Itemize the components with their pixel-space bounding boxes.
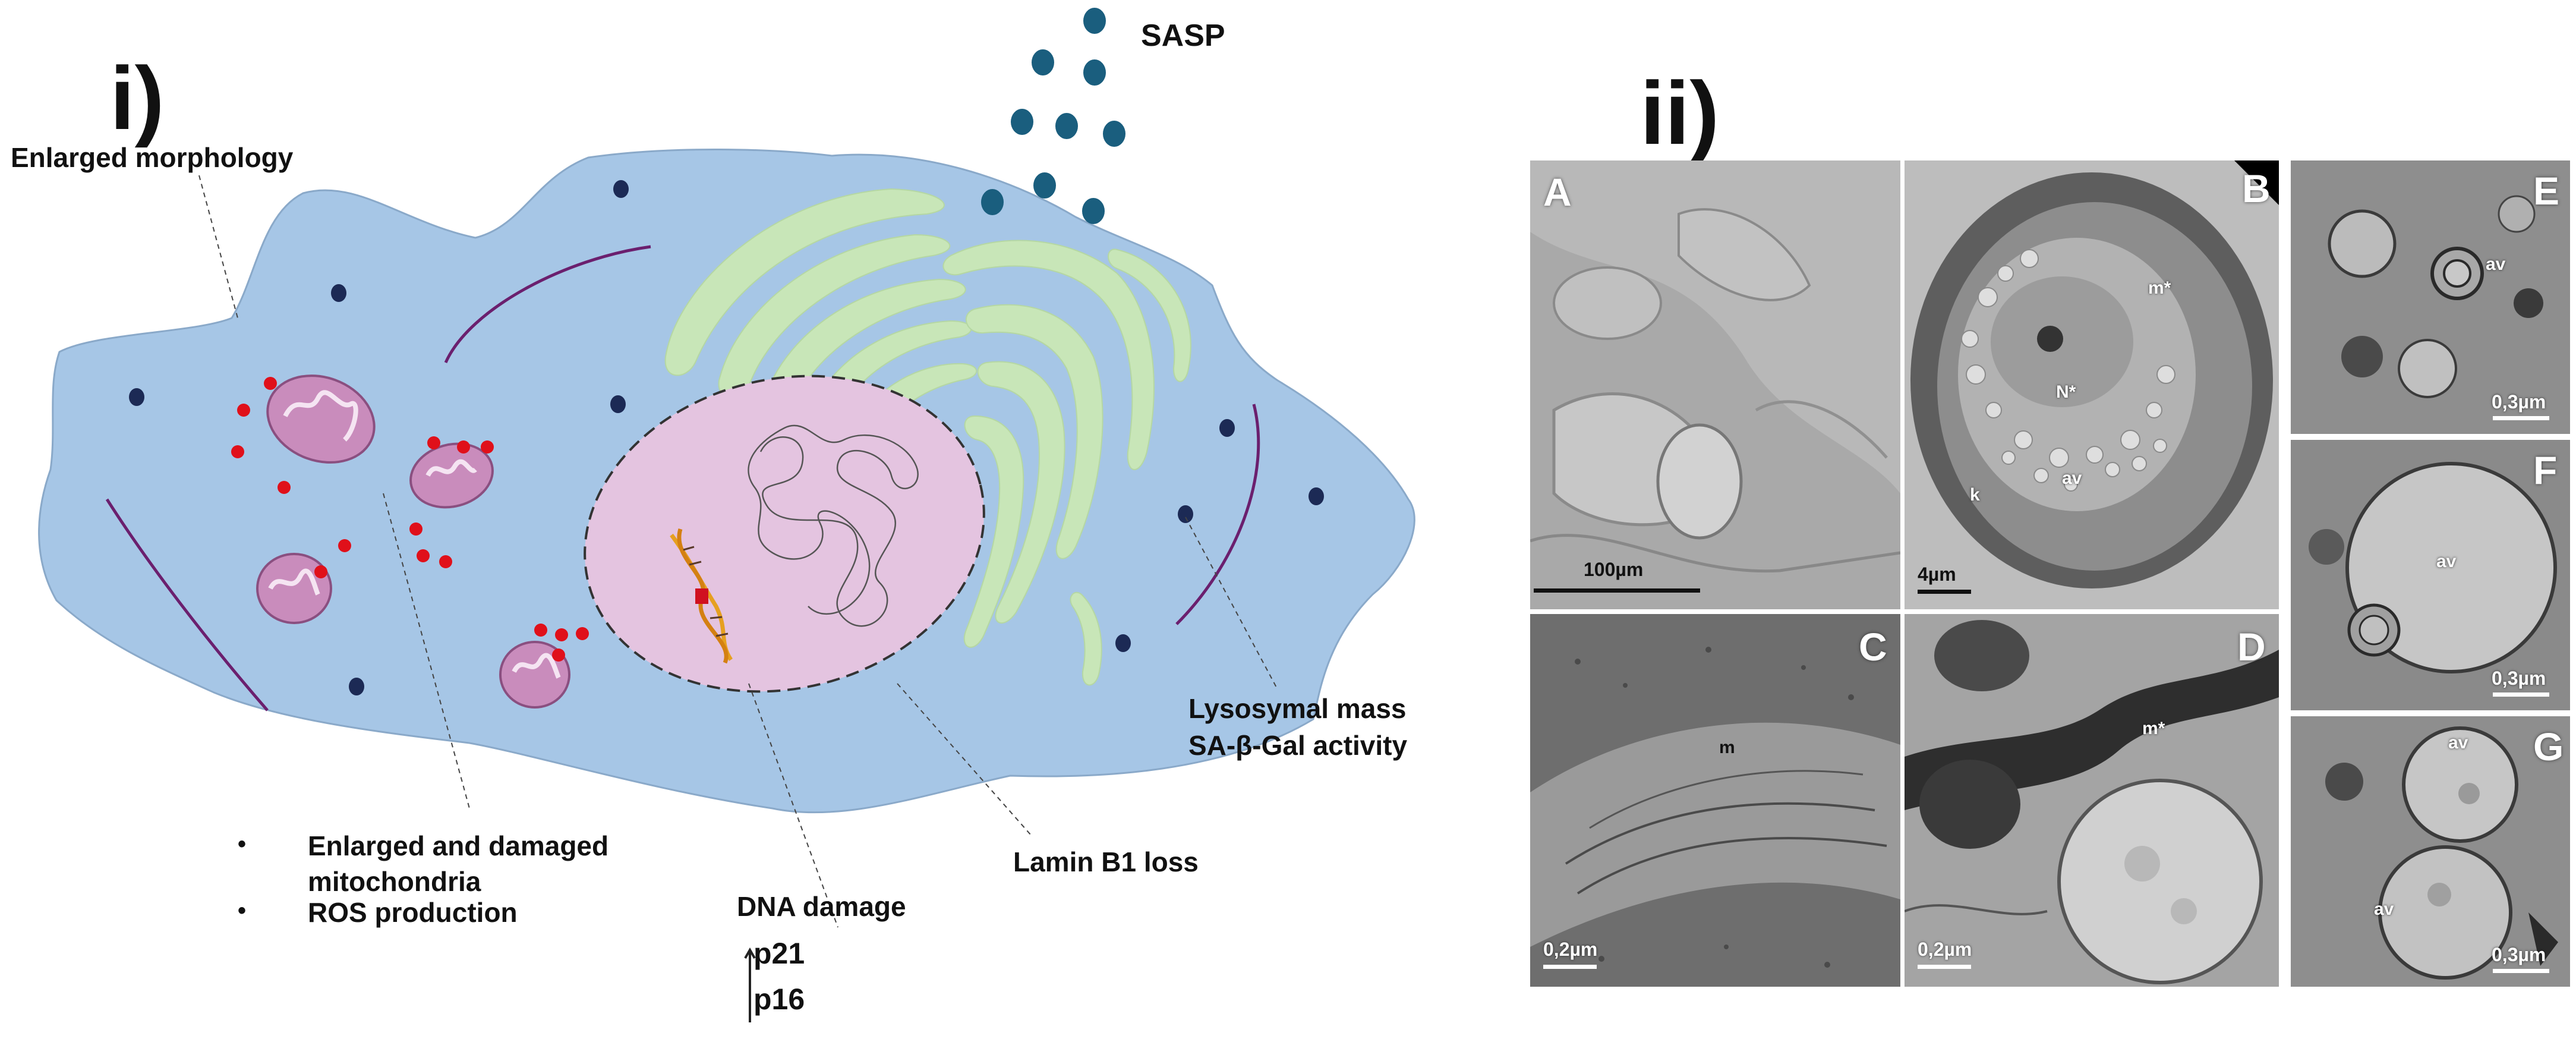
scale-bar-e [2493,416,2549,420]
scale-label-g: 0,3µm [2492,944,2546,965]
scale-bar-g [2493,969,2549,973]
ros-dots [231,377,589,662]
sa-beta-gal-label: SA-β-Gal activity [1188,730,1408,761]
scale-label-d: 0,2µm [1918,939,1972,960]
scale-bar-d [1918,965,1971,969]
micrograph-e: E av 0,3µm [2291,160,2570,434]
p-arrow [744,947,756,1022]
lysosomal-mass-label: Lysosymal mass [1188,693,1407,724]
dna-helix-icon [670,528,733,664]
label-m-star-b: m* [2148,278,2171,298]
bullet: • [238,898,247,924]
scale-label-f: 0,3µm [2492,668,2546,689]
panel-letter-c: C [1859,625,1887,669]
panel-letter-e: E [2533,169,2560,213]
scale-label-a: 100µm [1584,559,1644,580]
scale-bar-f [2493,692,2549,697]
bullet: • [238,831,247,857]
ros-production-label: ROS production [308,897,518,928]
membrane-arc [105,498,269,712]
mito-annotation: • Enlarged and damaged mitochondria • RO… [238,830,608,932]
panel-ii-label: ii) [1640,63,1720,163]
sasp-dots [981,8,1125,224]
senescent-cell-diagram [38,8,1415,1022]
chromatin [748,424,919,627]
scale-label-c: 0,2µm [1543,939,1598,960]
mito-enlarged-label: Enlarged and damaged [308,830,609,861]
panel-letter-f: F [2533,448,2558,492]
label-av-b: av [2062,468,2082,488]
enlarged-morphology-label: Enlarged morphology [11,142,294,173]
label-n-star: N* [2056,382,2076,402]
label-av-f: av [2436,552,2457,571]
scale-bar-a [1534,588,1700,593]
micrograph-b: B m* N* av k 4µm [1905,160,2279,609]
micrograph-f: F av 0,3µm [2291,440,2570,710]
mitochondria-cristae [268,390,561,679]
membrane-arc [444,245,651,364]
label-av-g1: av [2448,733,2468,753]
micrograph-g: G av av 0,3µm [2291,716,2570,987]
scale-label-b: 4µm [1918,564,1956,585]
panel-letter-b: B [2242,166,2271,210]
panel-letter-d: D [2237,625,2266,669]
scale-bar-b [1918,590,1971,594]
sasp-label: SASP [1141,18,1225,53]
membrane-arc [1175,404,1260,625]
scale-bar-c [1543,965,1597,969]
p21-label: p21 [753,937,805,970]
lamin-b1-loss-label: Lamin B1 loss [1013,846,1199,877]
micrograph-c: C m 0,2µm [1530,614,1900,987]
mito-mitochondria-label: mitochondria [308,866,481,897]
micrograph-d: D m* 0,2µm [1905,614,2279,987]
p16-label: p16 [753,983,805,1016]
leader-lines [198,175,1278,928]
dna-damage-label: DNA damage [737,891,906,922]
panel-i-label: i) [110,48,165,148]
panel-letter-a: A [1543,170,1572,214]
label-av-g2: av [2374,899,2394,919]
panel-letter-g: G [2533,725,2564,769]
label-m-c: m [1719,738,1735,757]
label-k: k [1970,485,1980,505]
lysosomes [129,180,1324,695]
micrograph-a: A 100µm [1530,160,1900,609]
scale-label-e: 0,3µm [2492,391,2546,413]
label-av-e: av [2486,254,2506,274]
label-m-star-d: m* [2142,719,2165,738]
